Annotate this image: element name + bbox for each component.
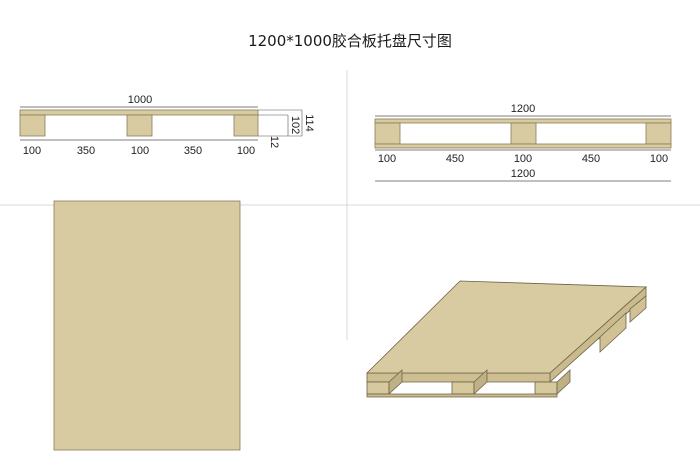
segment-label: 100: [131, 145, 149, 157]
total-width-label: 1000: [128, 94, 152, 106]
block-right: [645, 122, 672, 145]
bottom-board: [374, 143, 672, 149]
block-left: [19, 114, 46, 137]
segment-label: 100: [378, 153, 396, 165]
isometric-view: [366, 280, 648, 398]
side-view-1200: 1200 100 450 100 450 100 1200: [374, 103, 672, 182]
iso-block-right: [534, 381, 558, 395]
block-left: [374, 122, 401, 145]
height-label-block: 102: [289, 116, 301, 134]
block-middle: [126, 114, 153, 137]
deck-board: [19, 109, 259, 116]
segment-label: 350: [77, 145, 95, 157]
side-view-1000: 1000 100 350 100 350 100 114 102 12: [19, 94, 315, 157]
block-middle: [510, 122, 537, 145]
bottom-total-label: 1200: [511, 168, 535, 180]
segment-label: 350: [184, 145, 202, 157]
iso-block-middle: [451, 381, 475, 395]
deck-board: [374, 118, 672, 124]
height-label-deck: 12: [268, 136, 280, 148]
total-width-label: 1200: [511, 103, 535, 115]
page-title: 1200*1000胶合板托盘尺寸图: [248, 32, 452, 50]
segment-label: 100: [23, 145, 41, 157]
block-right: [233, 114, 259, 137]
iso-block-left: [366, 381, 390, 395]
height-label-total: 114: [303, 114, 315, 132]
segment-label: 450: [582, 153, 600, 165]
top-view-deck: [53, 200, 241, 451]
segment-label: 450: [446, 153, 464, 165]
segment-label: 100: [514, 153, 532, 165]
segment-label: 100: [237, 145, 255, 157]
segment-label: 100: [650, 153, 668, 165]
